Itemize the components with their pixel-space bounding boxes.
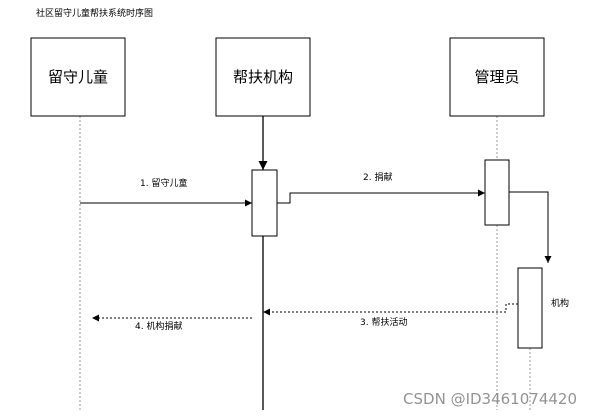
message-2-label: 2. 捐献 (363, 171, 392, 183)
activation-admin-2 (517, 267, 543, 349)
self-call-arrow (509, 191, 552, 263)
actor-admin-label: 管理员 (474, 68, 519, 86)
self-call-label: 机构 (551, 297, 569, 309)
message-3-arrow (263, 303, 518, 316)
diagram-title: 社区留守儿童帮扶系统时序图 (36, 7, 153, 19)
actor-child: 留守儿童 (30, 37, 126, 117)
watermark: CSDN @ID3461074420 (403, 390, 577, 408)
activation-admin-1 (484, 159, 510, 226)
activation-org (251, 169, 278, 237)
actor-child-label: 留守儿童 (48, 68, 108, 86)
actor-admin: 管理员 (449, 37, 545, 117)
actor-org-label: 帮扶机构 (233, 68, 293, 86)
actor-org: 帮扶机构 (215, 37, 311, 117)
message-1-label: 1. 留守儿童 (140, 177, 187, 189)
message-2-arrow (277, 189, 485, 204)
message-3-label: 3. 帮扶活动 (360, 316, 407, 328)
message-4-label: 4. 机构捐献 (135, 320, 182, 332)
